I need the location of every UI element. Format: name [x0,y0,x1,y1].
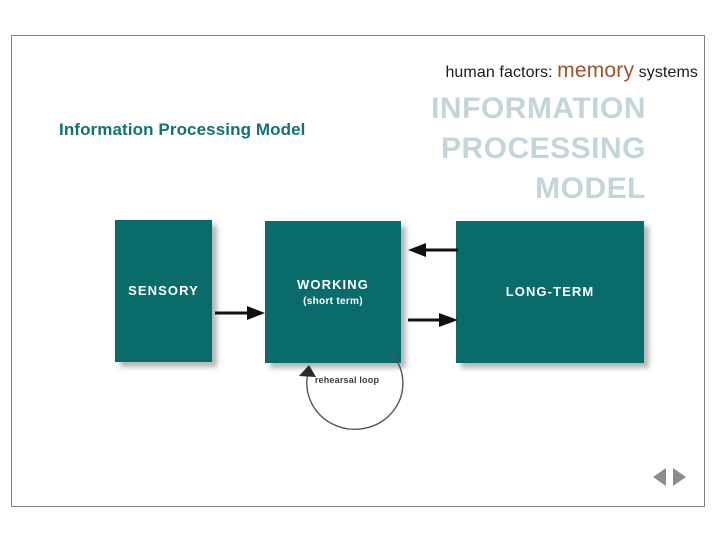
next-slide-icon[interactable] [673,468,686,486]
header-title: human factors: memory systems [445,60,698,81]
diagram-box-sensory-title: SENSORY [128,283,199,299]
diagram-box-long-term-title: LONG-TERM [505,284,595,300]
diagram-box-sensory[interactable]: SENSORY [115,220,212,362]
header-prefix: human factors: [445,64,553,81]
arrow-working-to-long-term-icon [408,313,458,327]
diagram-box-long-term[interactable]: LONG-TERM [456,221,644,363]
diagram-box-working-subtitle: (short term) [303,295,363,307]
diagram-box-working[interactable]: WORKING (short term) [265,221,401,363]
watermark-title-line-1: INFORMATION [431,92,646,125]
arrow-sensory-to-working-icon [215,306,265,320]
page-title: Information Processing Model [59,120,306,139]
header-suffix: systems [638,64,698,81]
arrow-long-term-to-working-icon [408,243,458,257]
previous-slide-icon[interactable] [653,468,666,486]
rehearsal-loop-label: rehearsal loop [314,375,380,385]
information-processing-diagram: SENSORY WORKING (short term) LONG-TERM [12,36,706,508]
rehearsal-loop-arrow-icon [299,352,404,430]
watermark-title-line-3: MODEL [535,171,646,205]
watermark-title: INFORMATION PROCESSING MODEL [226,89,646,209]
diagram-box-working-title: WORKING [297,277,369,293]
header-accent-word: memory [557,59,635,82]
navigation-controls [653,468,686,486]
slide-frame: human factors: memory systems INFORMATIO… [11,35,705,507]
watermark-title-line-2: PROCESSING [440,131,646,165]
